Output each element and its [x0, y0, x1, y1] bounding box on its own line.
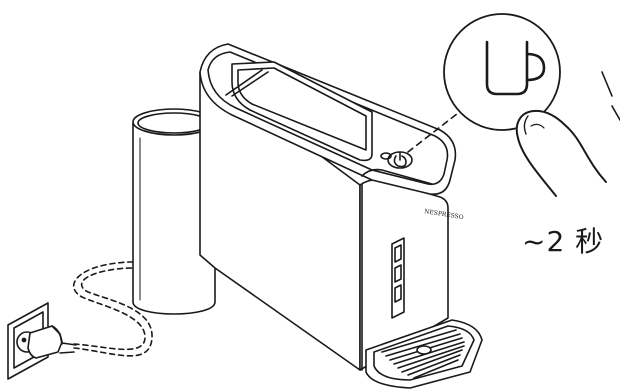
wall-outlet-icon — [8, 303, 76, 379]
front-window-slots — [392, 238, 404, 318]
press-duration-label: ~2 秒 — [522, 228, 604, 256]
coffee-machine-body — [200, 44, 455, 370]
